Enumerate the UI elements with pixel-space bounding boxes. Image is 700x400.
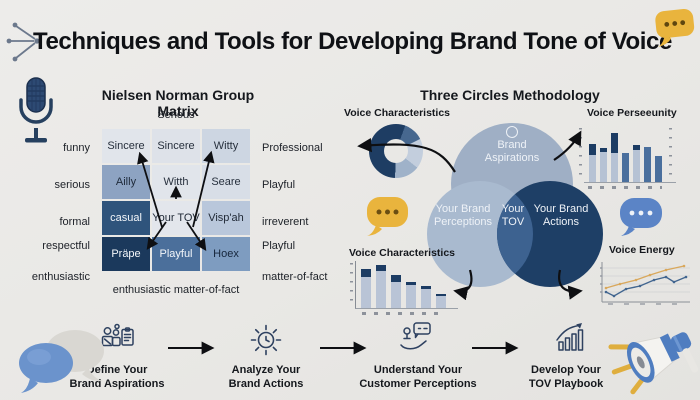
axis-ticks <box>579 128 582 180</box>
voice-personality-bar-chart <box>584 126 676 183</box>
matrix-cell: Witty <box>202 129 250 163</box>
chat-bubble-yellow-icon <box>367 197 408 236</box>
matrix-right-label-professional: Professional <box>262 142 323 154</box>
axis-ticks <box>350 263 353 307</box>
matrix-right-label-playful-1: Playful <box>262 179 296 191</box>
matrix-cell: Sincere <box>152 129 200 163</box>
matrix-left-label-respectful: respectful <box>42 240 90 252</box>
matrix-cell: Hoex <box>202 237 250 271</box>
axis-ticks <box>588 186 662 189</box>
megaphone-icon <box>608 332 699 395</box>
voice-traits-bar-chart <box>355 261 458 309</box>
microphone-icon <box>19 77 53 143</box>
matrix-cell: Sincere <box>102 129 150 163</box>
matrix-left-label-formal: formal <box>59 216 90 228</box>
page-title: Techniques and Tools for Developing Bran… <box>33 28 672 55</box>
team-clipboard-icon <box>101 323 134 347</box>
axis-ticks <box>669 128 672 180</box>
network-icon <box>6 22 40 62</box>
voice-energy-line-chart <box>600 262 690 305</box>
sun-clock-icon <box>250 324 282 356</box>
chat-bubbles-pair-icon <box>19 330 104 393</box>
traits-chart-title: Voice Characteristics <box>349 247 456 259</box>
axis-ticks <box>362 312 446 315</box>
matrix-right-label-matter-of-fact: matter-of-fact <box>262 271 328 283</box>
matrix-left-label-enthusiastic: enthusiastic <box>31 271 90 283</box>
chat-bubble-yellow-icon <box>655 8 695 47</box>
tov-overlap-lens <box>496 194 534 274</box>
nng-matrix-grid: Sincere Sincere Witty Ailly Witth Seare … <box>102 129 250 271</box>
ring-icon <box>506 126 518 138</box>
hand-chat-icon <box>400 322 431 350</box>
chat-bubble-blue-icon <box>620 198 662 236</box>
matrix-axis-bottom: enthusiastic matter-of-fact <box>112 284 240 296</box>
matrix-left-label-funny: funny <box>63 142 90 154</box>
venn-heading: Three Circles Methodology <box>420 87 600 103</box>
matrix-axis-top: Serious <box>157 109 195 121</box>
matrix-right-label-playful-2: Playful <box>262 240 296 252</box>
energy-chart-title: Voice Energy <box>609 244 675 256</box>
matrix-heading: Nielsen Norman Group Matrix <box>101 87 255 119</box>
matrix-left-label-serious: serious <box>54 179 90 191</box>
donut-chart-title: Voice Characteristics <box>344 107 451 119</box>
growth-chart-icon <box>556 323 584 351</box>
personality-chart-title: Voice Perseeunity <box>587 107 677 119</box>
matrix-cell: Präpe <box>102 237 150 271</box>
voice-characteristics-donut <box>369 124 423 178</box>
matrix-right-label-irreverent: irreverent <box>262 216 309 228</box>
